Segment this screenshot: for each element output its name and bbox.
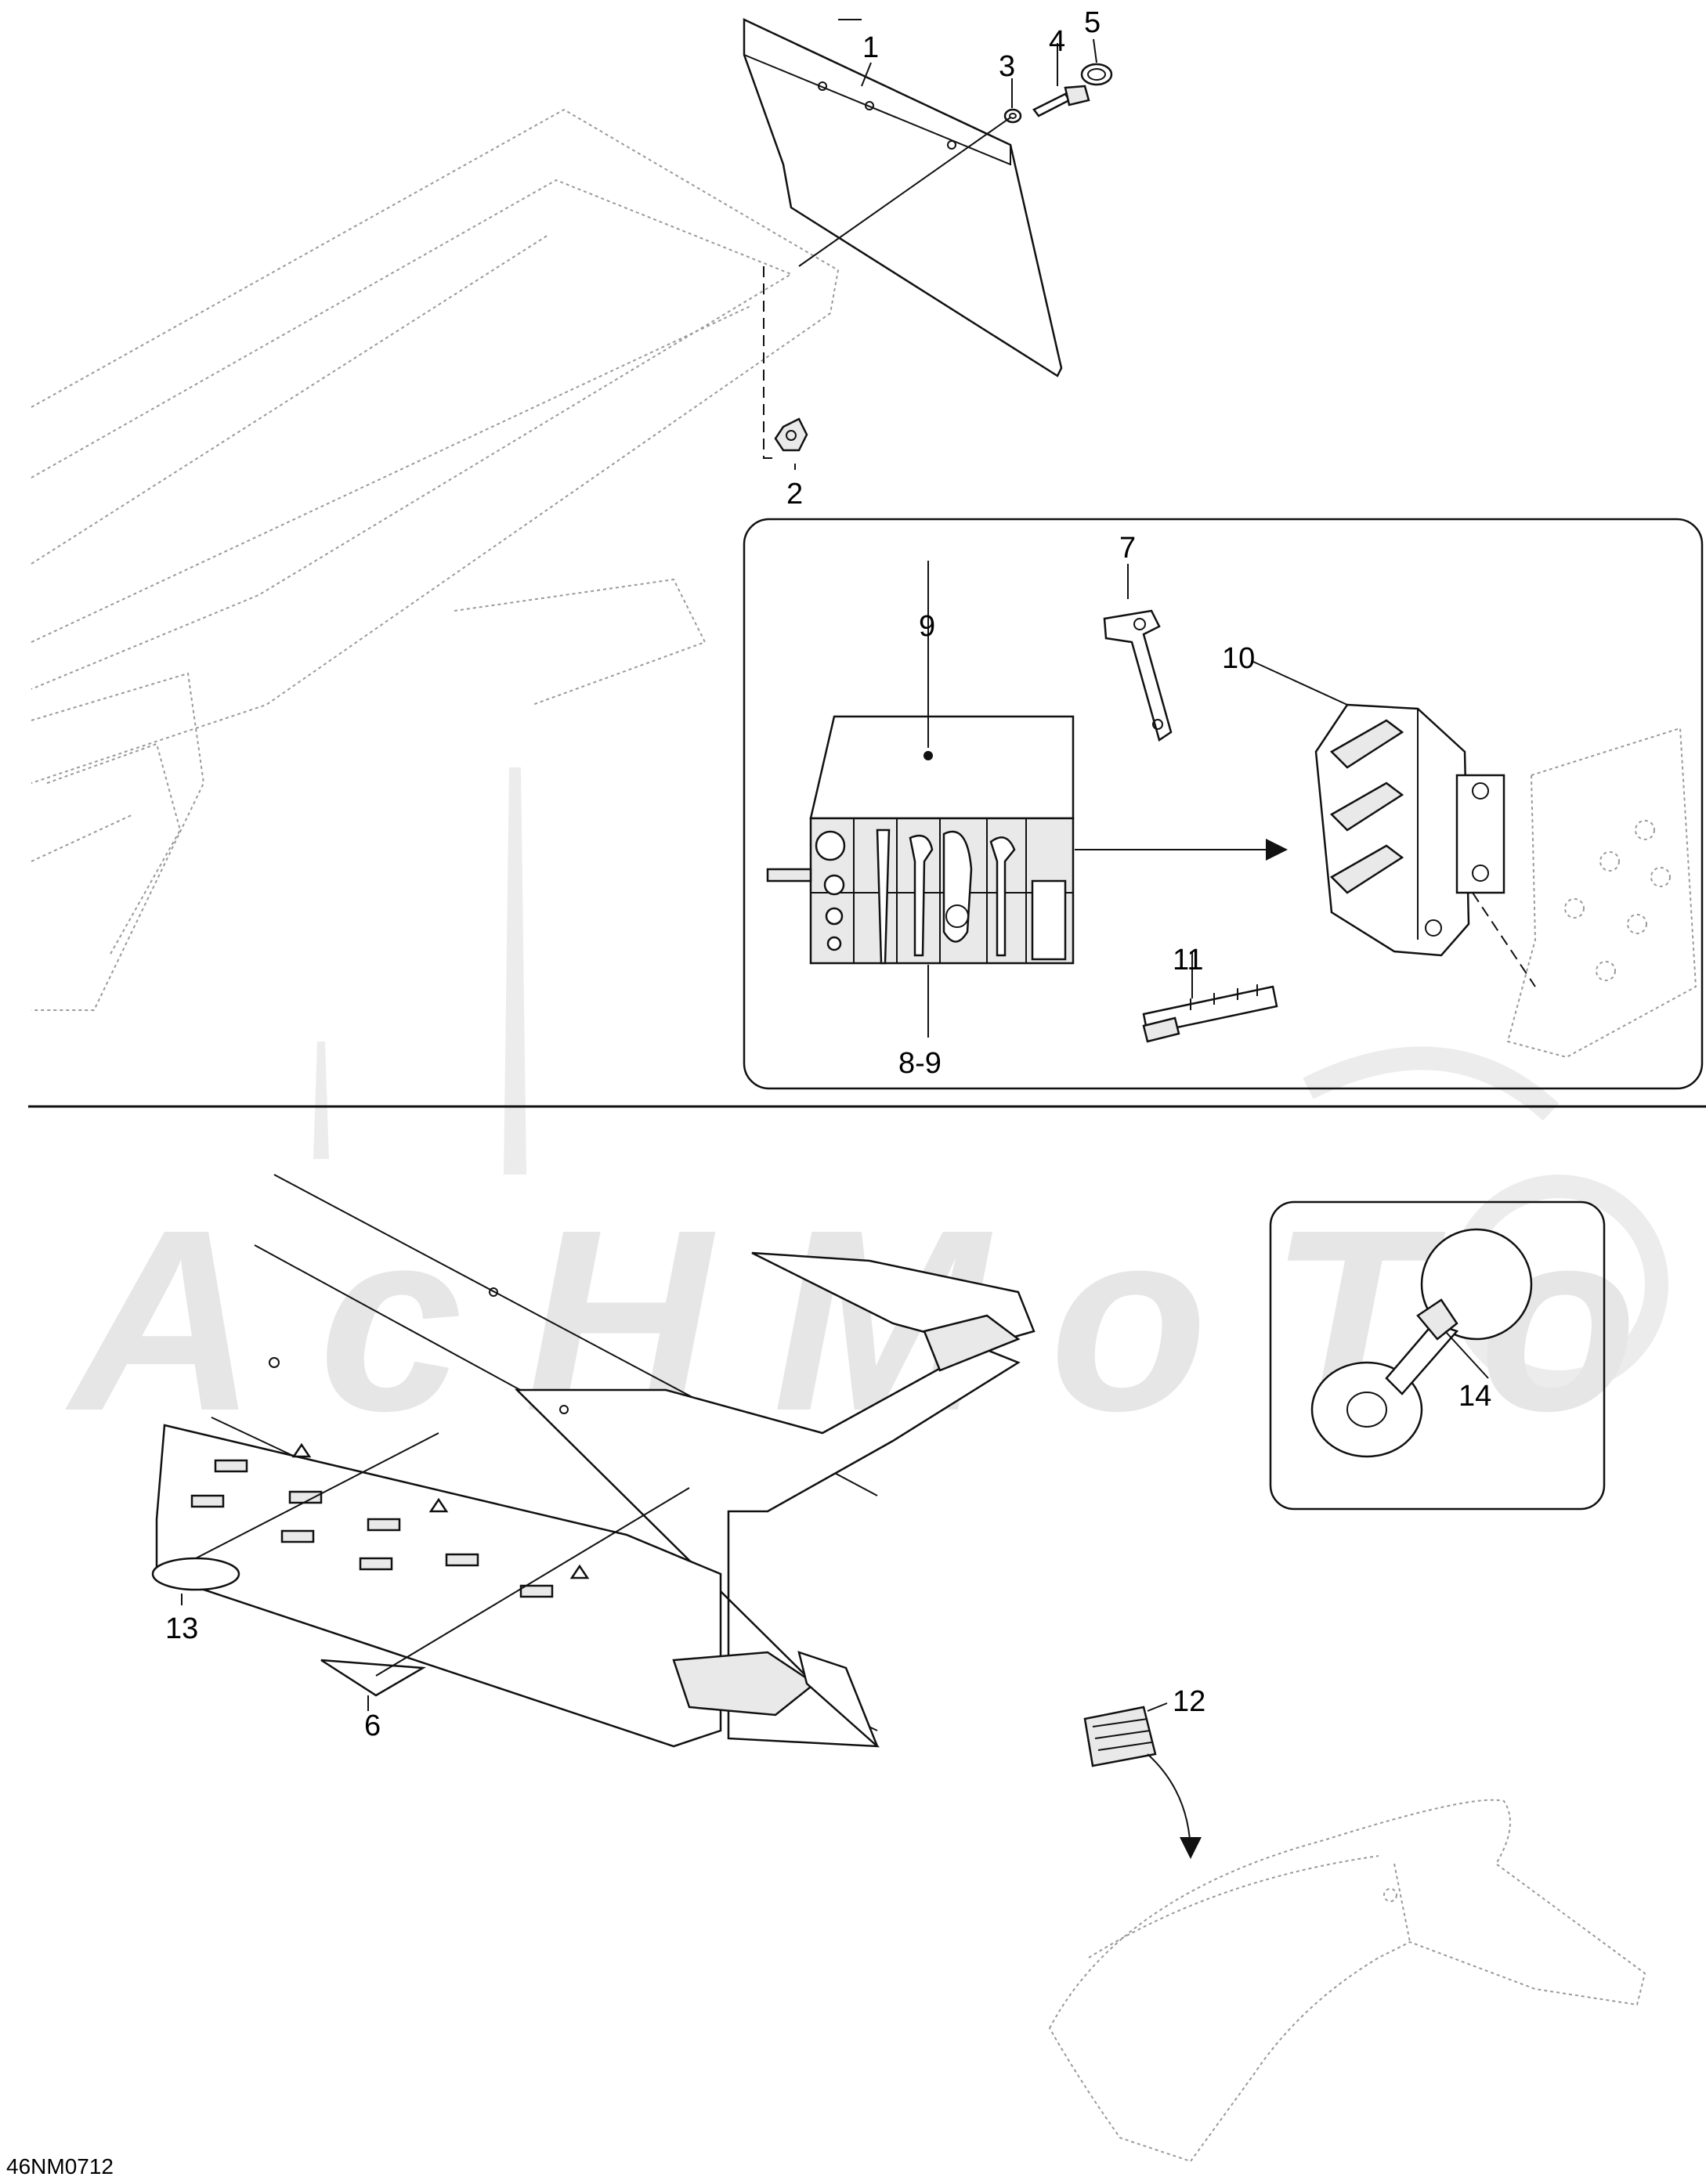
callout-2: 2 (786, 478, 803, 511)
callout-3: 3 (999, 50, 1015, 83)
callout-11: 11 (1173, 944, 1203, 976)
tool-kit-inset-frame (743, 518, 1704, 1090)
callout-4: 4 (1049, 25, 1065, 58)
spanner-wrench (1103, 609, 1173, 742)
callout-10: 10 (1222, 642, 1255, 675)
hood-outline (1048, 1799, 1646, 2163)
retaining-strap (1142, 984, 1278, 1043)
callout-7: 7 (1119, 532, 1136, 565)
horn (1310, 1228, 1533, 1458)
warning-label (1083, 1706, 1157, 1767)
triangle-decal (320, 1659, 427, 1697)
callout-6: 6 (364, 1709, 381, 1742)
mounting-plate-outline (1506, 727, 1697, 1059)
screw (1032, 85, 1090, 117)
horn-inset-frame (1269, 1200, 1606, 1511)
callout-13: 13 (165, 1612, 198, 1645)
tunnel-outline (31, 108, 840, 1011)
callout-8-9: 8-9 (898, 1047, 942, 1080)
tool-box (1314, 703, 1505, 957)
callout-5: 5 (1084, 6, 1101, 39)
callout-14: 14 (1458, 1380, 1491, 1413)
callout-1: 1 (862, 31, 879, 64)
callout-12: 12 (1173, 1685, 1205, 1718)
tool-pouch (766, 715, 1075, 965)
callout-9: 9 (919, 610, 935, 643)
drawing-reference: 46NM0712 (6, 2154, 114, 2179)
mud-flap (743, 18, 1063, 377)
skid-cutouts (190, 1459, 554, 1598)
grommet (1080, 63, 1113, 86)
oval-decal (151, 1557, 240, 1591)
nut (774, 417, 808, 452)
